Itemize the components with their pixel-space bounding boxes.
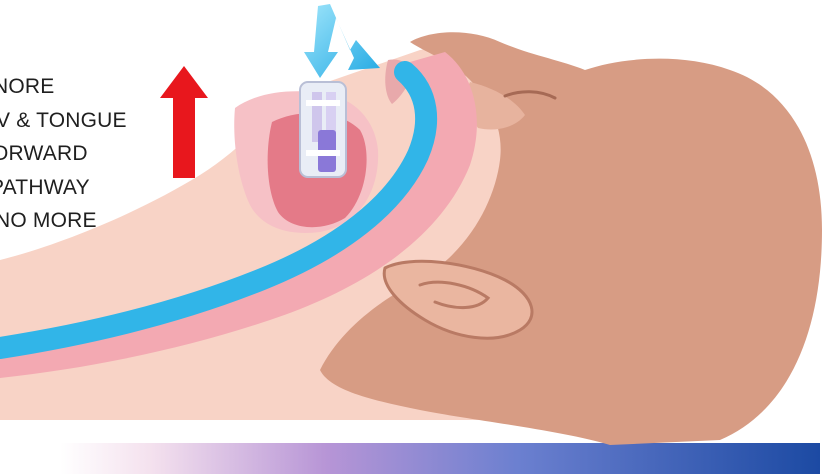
caption-line-1: NORE [0, 70, 160, 104]
caption-line-5: NO MORE [0, 204, 160, 238]
caption-line-4: PATHWAY [0, 171, 160, 205]
mattress [60, 443, 820, 474]
caption-line-2: V & TONGUE [0, 104, 160, 138]
up-arrow-red-icon [160, 66, 208, 178]
caption-line-3: ORWARD [0, 137, 160, 171]
oral-appliance-icon [300, 82, 346, 177]
airflow-arrow-icon [304, 4, 380, 78]
caption-text: NORE V & TONGUE ORWARD PATHWAY NO MORE [0, 70, 160, 238]
